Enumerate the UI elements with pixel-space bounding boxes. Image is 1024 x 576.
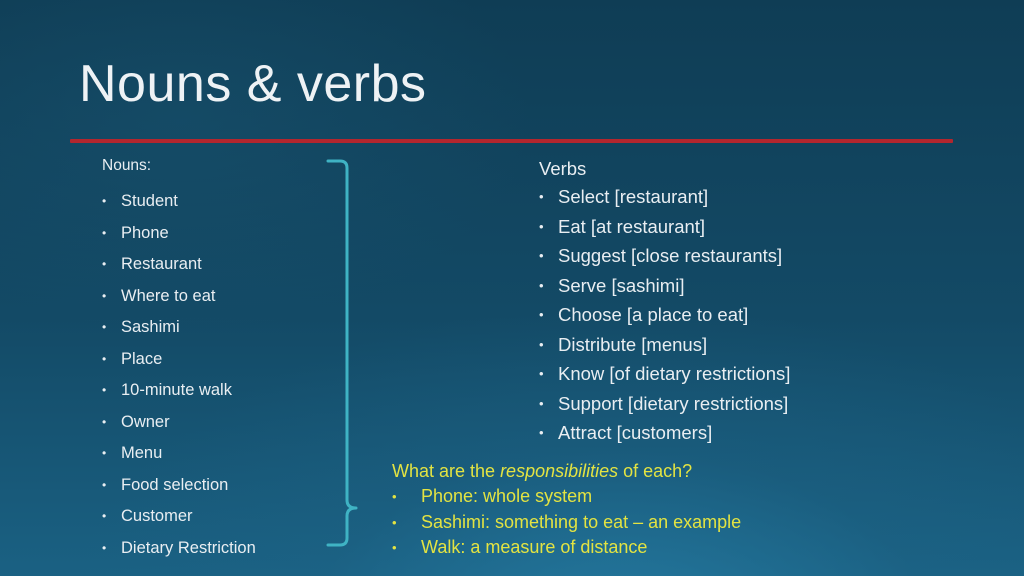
noun-item: • Dietary Restriction (102, 533, 256, 565)
question-prefix: What are the (392, 461, 501, 481)
noun-label: Sashimi (121, 318, 180, 336)
responsibility-item: • Walk: a measure of distance (392, 535, 741, 561)
responsibilities-question: What are the responsibilities of each? (392, 458, 741, 484)
question-emphasis: responsibilities (500, 461, 619, 481)
verb-label: Select [restaurant] (558, 186, 709, 207)
bullet-icon: • (539, 425, 544, 440)
noun-item: • Owner (102, 407, 256, 439)
question-suffix: of each? (618, 461, 693, 481)
bullet-icon: • (539, 366, 544, 381)
bullet-icon: • (392, 489, 397, 504)
verb-item: • Serve [sashimi] (539, 271, 790, 301)
noun-label: Dietary Restriction (121, 538, 256, 557)
nouns-list: • Student • Phone • Restaurant • Where to ea… (102, 186, 256, 564)
noun-item: • Phone (102, 218, 256, 250)
bullet-icon: • (102, 225, 107, 240)
noun-label: Place (121, 349, 163, 368)
bullet-icon: • (102, 509, 107, 523)
title-divider (70, 139, 953, 143)
bullet-icon: • (392, 514, 397, 530)
bullet-icon: • (102, 288, 107, 303)
verbs-heading: Verbs (539, 158, 587, 179)
bullet-icon: • (102, 540, 107, 555)
nouns-heading: Nouns: (102, 157, 152, 174)
noun-label: Where to eat (121, 286, 216, 305)
noun-item: • Food selection (102, 470, 256, 502)
bullet-icon: • (102, 194, 107, 208)
bullet-icon: • (539, 248, 544, 263)
bullet-icon: • (539, 277, 544, 293)
verb-item: • Know [of dietary restrictions] (539, 359, 790, 389)
responsibility-item: • Sashimi: something to eat – an example (392, 510, 741, 536)
noun-item: • Menu (102, 438, 256, 470)
noun-label: Student (121, 192, 178, 210)
noun-item: • Where to eat (102, 281, 256, 313)
noun-item: • Sashimi (102, 312, 256, 344)
bullet-icon: • (102, 414, 107, 429)
verb-label: Support [dietary restrictions] (558, 392, 789, 414)
verb-item: • Eat [at restaurant] (539, 212, 790, 242)
bullet-icon: • (539, 395, 544, 411)
noun-item: • Customer (102, 501, 256, 533)
verb-label: Suggest [close restaurants] (558, 245, 783, 266)
responsibility-label: Sashimi: something to eat – an example (421, 511, 742, 532)
bullet-icon: • (539, 189, 544, 204)
noun-label: Phone (121, 223, 169, 242)
noun-item: • 10-minute walk (102, 375, 256, 407)
bullet-icon: • (392, 540, 397, 555)
noun-item: • Place (102, 344, 256, 376)
responsibility-label: Walk: a measure of distance (421, 537, 648, 557)
noun-label: 10-minute walk (121, 381, 232, 399)
noun-label: Customer (121, 507, 193, 525)
verb-item: • Distribute [menus] (539, 330, 790, 360)
verb-item: • Attract [customers] (539, 418, 790, 448)
verb-item: • Select [restaurant] (539, 182, 790, 212)
verb-label: Distribute [menus] (558, 333, 708, 355)
verb-item: • Suggest [close restaurants] (539, 241, 790, 271)
responsibilities-block: What are the responsibilities of each? •… (392, 458, 741, 561)
noun-item: • Restaurant (102, 249, 256, 281)
verb-label: Attract [customers] (558, 422, 713, 443)
bullet-icon: • (102, 446, 107, 460)
noun-item: • Student (102, 186, 256, 218)
nouns-list-block: Nouns: • Student • Phone • Restaurant • Wher… (102, 155, 256, 564)
verb-label: Choose [a place to eat] (558, 304, 749, 325)
bullet-icon: • (539, 307, 544, 322)
bullet-icon: • (539, 336, 544, 352)
bullet-icon: • (539, 218, 544, 234)
bullet-icon: • (102, 383, 107, 397)
verb-label: Eat [at restaurant] (558, 215, 706, 237)
verb-label: Serve [sashimi] (558, 274, 685, 296)
right-brace-icon (326, 159, 358, 547)
bullet-icon: • (102, 477, 107, 492)
responsibility-item: • Phone: whole system (392, 484, 741, 510)
noun-label: Menu (121, 444, 163, 462)
responsibility-label: Phone: whole system (421, 486, 593, 506)
verbs-list: • Select [restaurant] • Eat [at restaurant… (539, 182, 790, 448)
verb-item: • Support [dietary restrictions] (539, 389, 790, 419)
noun-label: Owner (121, 412, 170, 431)
noun-label: Restaurant (121, 255, 202, 273)
verb-item: • Choose [a place to eat] (539, 300, 790, 330)
slide-title: Nouns & verbs (79, 55, 427, 113)
bullet-icon: • (102, 351, 107, 366)
bullet-icon: • (102, 257, 107, 271)
verbs-list-block: Verbs • Select [restaurant] • Eat [at rest… (539, 155, 790, 448)
responsibilities-list: • Phone: whole system • Sashimi: something… (392, 484, 741, 561)
noun-label: Food selection (121, 475, 229, 494)
verb-label: Know [of dietary restrictions] (558, 363, 791, 384)
bullet-icon: • (102, 320, 107, 334)
